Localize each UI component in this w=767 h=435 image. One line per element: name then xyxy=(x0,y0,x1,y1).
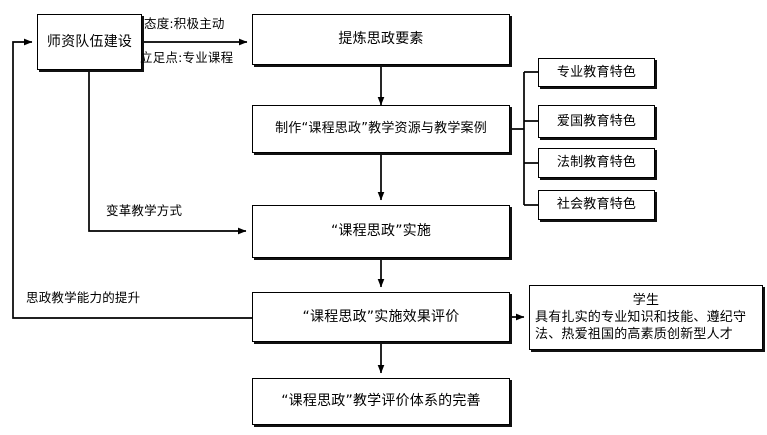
node-student-outcome[interactable]: 学生 具有扎实的专业知识和技能、遵纪守 法、热爱祖国的高素质创新型人才 xyxy=(529,285,763,350)
node-feature-legal[interactable]: 法制教育特色 xyxy=(538,148,655,178)
node-teacher-team-label: 师资队伍建设 xyxy=(46,33,133,50)
node-system-improvement[interactable]: “课程思政”教学评价体系的完善 xyxy=(252,378,510,425)
edge-evaluation-to-teacher-feedback xyxy=(12,38,252,319)
node-effect-evaluation-label: “课程思政”实施效果评价 xyxy=(302,308,460,325)
edge-label-reform-teaching: 变革教学方式 xyxy=(106,203,183,218)
edge-label-ability-improvement: 思政教学能力的提升 xyxy=(26,290,141,305)
student-outcome-text: 学生 具有扎实的专业知识和技能、遵纪守 法、热爱祖国的高素质创新型人才 xyxy=(530,292,762,343)
node-extract-elements[interactable]: 提炼思政要素 xyxy=(252,14,510,65)
node-feature-patriotic[interactable]: 爱国教育特色 xyxy=(538,105,655,138)
node-system-improvement-label: “课程思政”教学评价体系的完善 xyxy=(281,393,481,410)
node-effect-evaluation[interactable]: “课程思政”实施效果评价 xyxy=(252,292,510,342)
node-feature-professional[interactable]: 专业教育特色 xyxy=(538,58,655,87)
edge-label-attitude: 态度:积极主动 xyxy=(144,16,225,31)
student-outcome-line-1: 具有扎实的专业知识和技能、遵纪守 xyxy=(535,309,747,325)
node-feature-professional-label: 专业教育特色 xyxy=(556,64,637,80)
edge-label-foothold: 立足点:专业课程 xyxy=(140,50,234,65)
node-implementation-label: “课程思政”实施 xyxy=(330,223,432,240)
node-extract-elements-label: 提炼思政要素 xyxy=(338,31,424,48)
node-make-resources[interactable]: 制作“课程思政”教学资源与教学案例 xyxy=(252,105,510,153)
node-implementation[interactable]: “课程思政”实施 xyxy=(252,205,510,258)
student-outcome-heading: 学生 xyxy=(632,292,660,308)
student-outcome-line-2: 法、热爱祖国的高素质创新型人才 xyxy=(535,327,734,343)
node-feature-patriotic-label: 爱国教育特色 xyxy=(556,113,637,129)
node-feature-social-label: 社会教育特色 xyxy=(556,197,637,213)
node-teacher-team[interactable]: 师资队伍建设 xyxy=(37,14,142,70)
node-make-resources-label: 制作“课程思政”教学资源与教学案例 xyxy=(275,121,487,137)
node-feature-social[interactable]: 社会教育特色 xyxy=(538,190,655,220)
node-feature-legal-label: 法制教育特色 xyxy=(556,155,637,171)
